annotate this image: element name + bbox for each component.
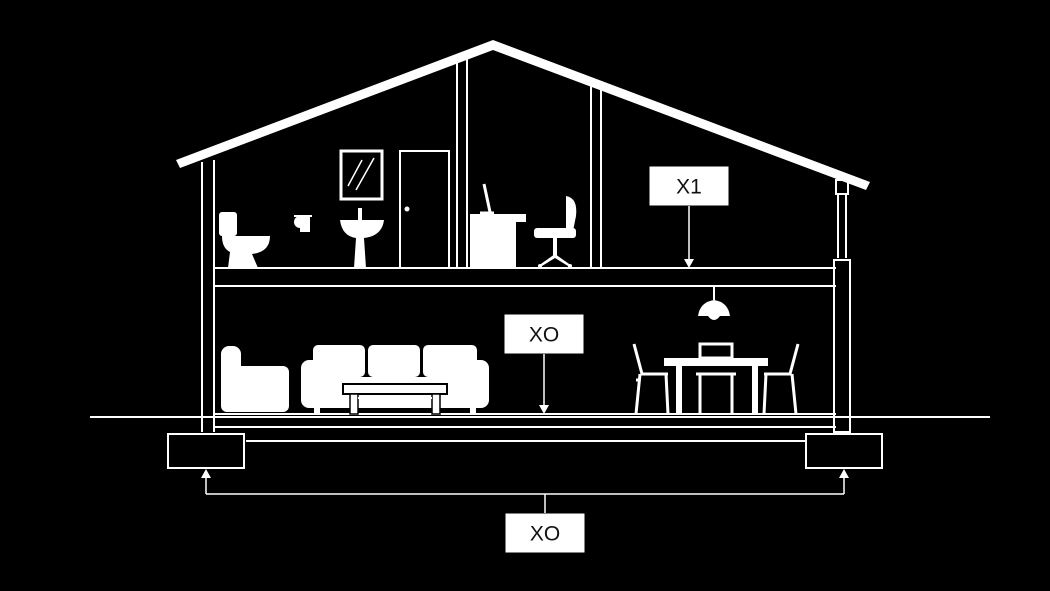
coffee-table-icon	[342, 383, 448, 415]
left-wall	[201, 160, 215, 432]
dining-table-icon	[664, 358, 768, 414]
xo-foundation-label: XO	[504, 512, 586, 554]
right-footing	[805, 433, 883, 469]
right-wall	[833, 179, 851, 433]
sofa-icon	[301, 345, 489, 415]
xo-ground-floor-label-text: XO	[529, 324, 559, 347]
toilet-paper-icon	[294, 215, 312, 232]
office-chair-icon	[534, 196, 577, 268]
mirror-icon	[339, 149, 384, 201]
desk-icon	[470, 214, 526, 268]
x1-label-text: X1	[676, 176, 702, 199]
roof	[176, 40, 870, 190]
ground-floor-slab	[214, 413, 836, 442]
xo-foundation-label-text: XO	[530, 523, 560, 546]
x1-label: X1	[648, 165, 730, 207]
x1-arrow	[684, 206, 694, 268]
dining-chair-icon	[632, 342, 800, 415]
upper-floor-slab	[214, 267, 836, 287]
pendant-lamp-icon	[698, 287, 730, 320]
foundation-bracket-arrows	[201, 469, 849, 513]
door-icon	[399, 150, 450, 269]
toilet-icon	[219, 212, 270, 268]
sink-icon	[340, 208, 384, 268]
armchair-icon	[221, 346, 289, 412]
left-footing	[167, 433, 245, 469]
xo-ground-floor-arrow	[539, 354, 549, 414]
computer-icon	[480, 183, 494, 215]
attic-studs	[456, 58, 602, 268]
xo-ground-floor-label: XO	[503, 313, 585, 355]
